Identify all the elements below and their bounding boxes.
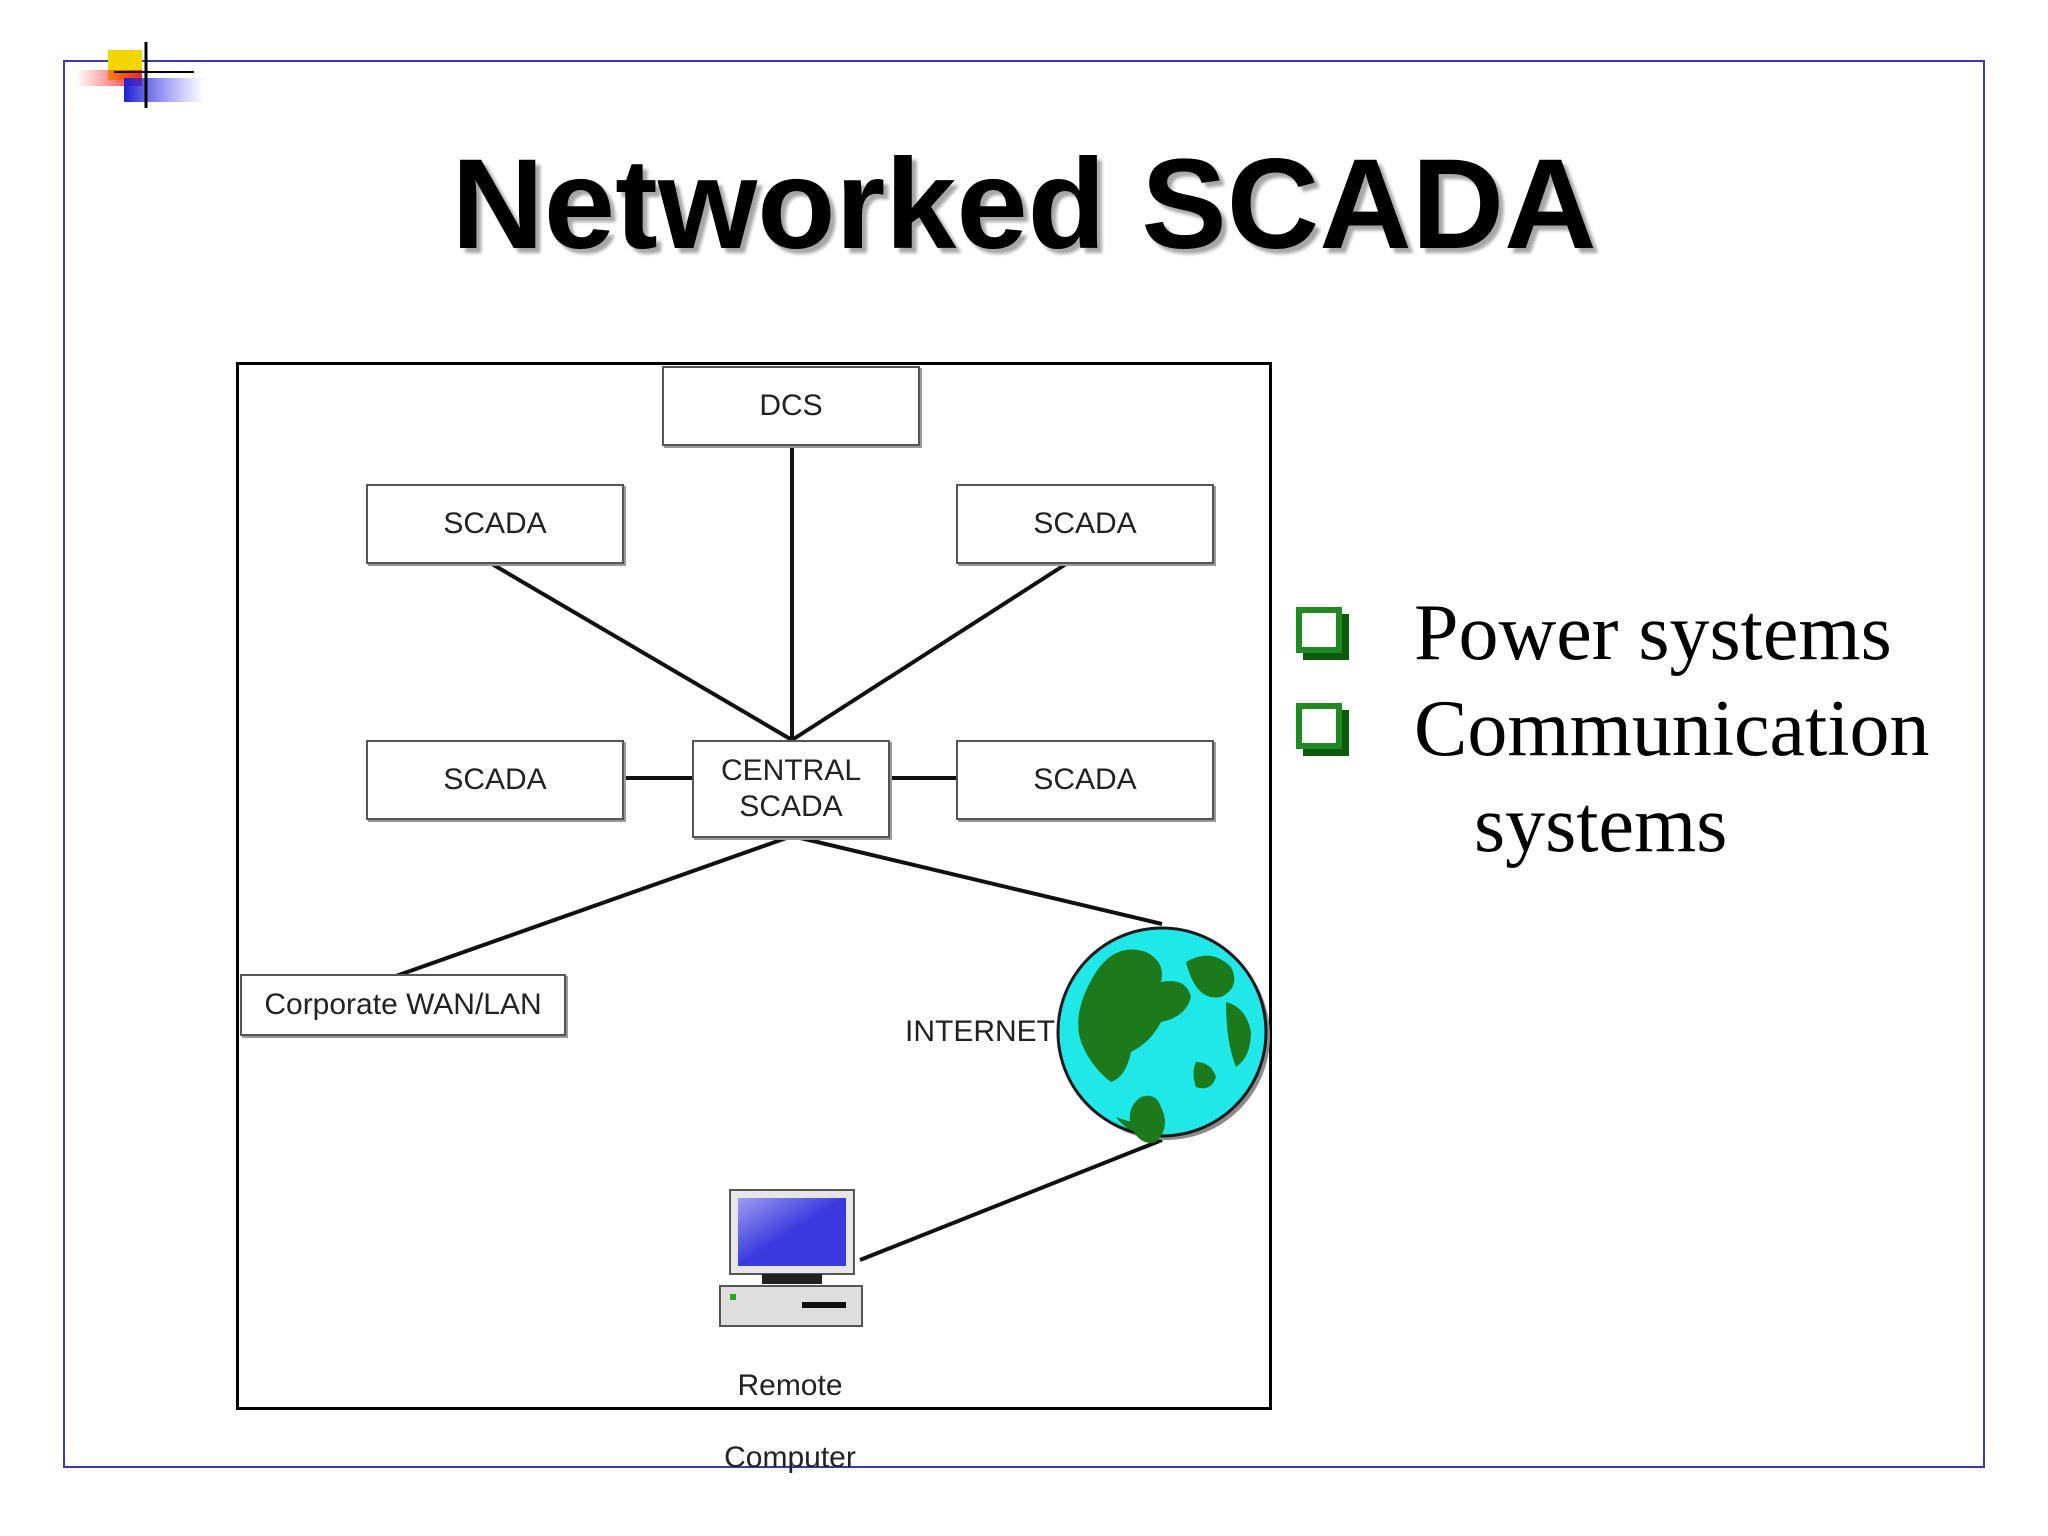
remote-line1: Remote: [737, 1369, 843, 1402]
node-scada-top-right-label: SCADA: [1033, 507, 1137, 540]
node-corporate-label: Corporate WAN/LAN: [264, 988, 542, 1021]
checkbox-bullet-icon: [1296, 703, 1342, 749]
node-scada-top-left-label: SCADA: [443, 507, 547, 540]
bullet-text: Communication: [1414, 685, 1930, 773]
node-scada-top-right: SCADA: [956, 484, 1214, 564]
node-central-line2: SCADA: [739, 790, 843, 823]
node-central-scada: CENTRAL SCADA: [692, 740, 890, 838]
diagram-connections: [395, 446, 1270, 1327]
bullet-text-continuation: systems: [1474, 781, 1728, 869]
node-scada-top-left: SCADA: [366, 484, 624, 564]
node-corporate-wan-lan: Corporate WAN/LAN: [240, 974, 566, 1036]
node-dcs-label: DCS: [759, 389, 823, 422]
checkbox-bullet-icon: [1296, 607, 1342, 653]
internet-label: INTERNET: [905, 1015, 1055, 1048]
bullet-item-power: Power systems: [1296, 585, 1996, 681]
link-scada-tl-central: [490, 562, 794, 742]
slide-title: Networked SCADA: [451, 133, 1597, 276]
computer-icon: [719, 1189, 863, 1327]
link-central-corporate: [395, 834, 793, 978]
node-scada-mid-left: SCADA: [366, 740, 624, 820]
node-dcs: DCS: [662, 366, 920, 446]
bullet-list: Power systems Communication systems: [1296, 585, 1996, 873]
link-central-internet: [791, 834, 1163, 926]
link-scada-tr-central: [790, 562, 1068, 742]
globe-icon: [1056, 926, 1270, 1143]
node-scada-mid-right: SCADA: [956, 740, 1214, 820]
link-internet-remote: [859, 1138, 1163, 1262]
node-scada-mid-right-label: SCADA: [1033, 763, 1137, 796]
corner-logo-icon: [76, 42, 204, 108]
bullet-text: Power systems: [1414, 589, 1892, 677]
remote-line2: Computer: [724, 1441, 856, 1474]
remote-computer-label: Remote Computer: [690, 1332, 890, 1512]
node-central-line1: CENTRAL: [720, 754, 862, 787]
bullet-item-communication: Communication systems: [1296, 681, 1996, 873]
node-scada-mid-left-label: SCADA: [443, 763, 547, 796]
